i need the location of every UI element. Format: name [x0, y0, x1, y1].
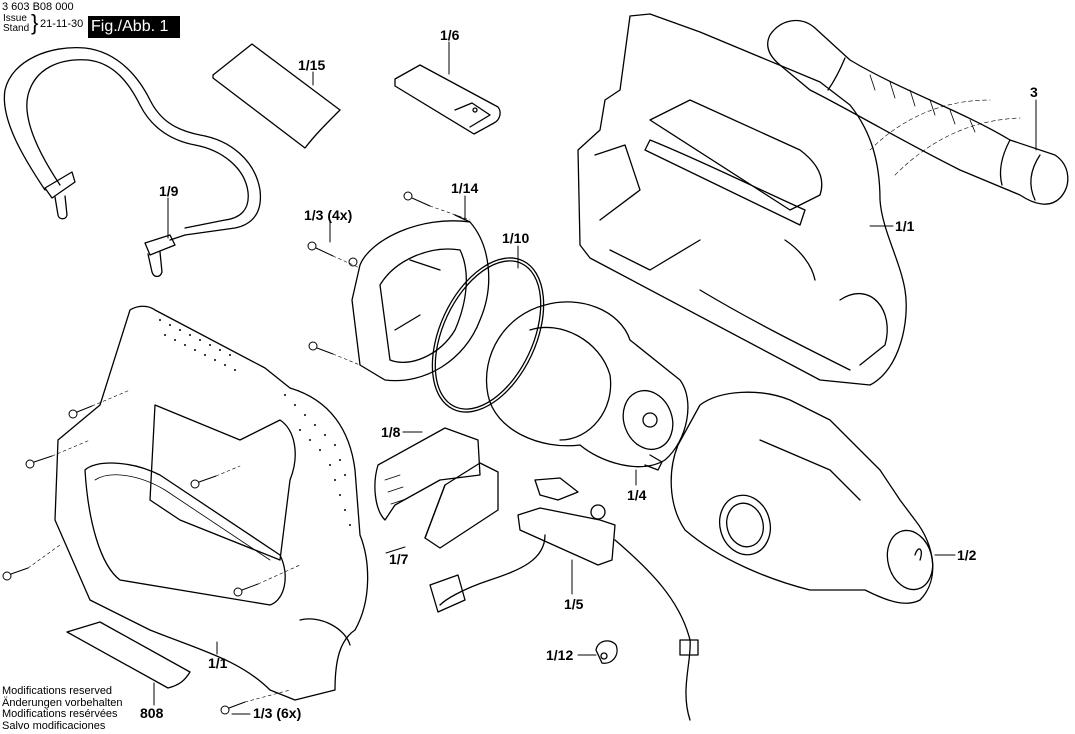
leader-lines: [153, 41, 1037, 715]
shoulder-strap[interactable]: [3, 46, 262, 278]
housing-half-right[interactable]: [577, 13, 907, 386]
slider-button[interactable]: [394, 64, 501, 135]
grommet[interactable]: [595, 640, 618, 664]
issue-label-en: Issue: [3, 13, 27, 24]
issue-label-de: Stand: [3, 23, 30, 34]
modifications-notice: Modifications reserved Änderungen vorbeh…: [2, 685, 123, 732]
label-1-2[interactable]: 1/2: [957, 547, 977, 563]
label-1-3-4x[interactable]: 1/3 (4x): [304, 207, 353, 223]
label-plate[interactable]: [212, 43, 341, 149]
label-1-6[interactable]: 1/6: [440, 27, 460, 43]
assembly-lines: [27, 205, 471, 703]
blower-housing[interactable]: [670, 391, 939, 604]
label-1-3-6x[interactable]: 1/3 (6x): [253, 705, 302, 721]
label-1-12[interactable]: 1/12: [546, 647, 574, 663]
housing-half-left[interactable]: [54, 305, 369, 701]
screw-icon: [68, 405, 93, 419]
screw-icon: [2, 567, 29, 581]
label-1-4[interactable]: 1/4: [627, 487, 647, 503]
notice-en: Modifications reserved: [2, 685, 113, 697]
issue-label: Issue Stand: [3, 14, 29, 34]
screw-icon: [308, 341, 334, 355]
screw-icon: [233, 583, 259, 597]
label-1-5[interactable]: 1/5: [564, 596, 584, 612]
fan-cover[interactable]: [351, 214, 490, 382]
motor-fan-unit[interactable]: [486, 301, 689, 471]
label-808[interactable]: 808: [140, 705, 164, 721]
switch-wiring[interactable]: [429, 477, 699, 721]
screw-icon: [220, 701, 246, 715]
o-ring[interactable]: [410, 240, 566, 429]
screw-icon: [403, 191, 431, 207]
screw-icon: [307, 241, 334, 257]
notice-fr: Modifications resérvées: [2, 708, 118, 720]
label-1-1-right[interactable]: 1/1: [895, 218, 915, 234]
brace-glyph: }: [31, 10, 39, 35]
notice-de: Änderungen vorbehalten: [2, 696, 123, 709]
filter-holder[interactable]: [374, 427, 481, 521]
label-1-14[interactable]: 1/14: [451, 180, 479, 196]
label-1-15[interactable]: 1/15: [298, 57, 326, 73]
screw-icon: [25, 455, 53, 469]
issue-date: 21-11-30: [40, 18, 84, 30]
label-3[interactable]: 3: [1030, 84, 1038, 100]
label-1-9[interactable]: 1/9: [159, 183, 179, 199]
label-1-7[interactable]: 1/7: [389, 551, 409, 567]
filter-pad[interactable]: [424, 462, 499, 549]
nameplate[interactable]: [66, 621, 191, 689]
label-1-8[interactable]: 1/8: [381, 424, 401, 440]
notice-es: Salvo modificaciones: [2, 719, 106, 732]
screws: [2, 191, 431, 715]
screw-icon: [190, 475, 217, 489]
label-1-1-left[interactable]: 1/1: [208, 655, 228, 671]
suction-hose[interactable]: [767, 19, 1069, 205]
screw-icon: [348, 257, 358, 267]
label-1-10[interactable]: 1/10: [502, 230, 530, 246]
figure-label: Fig./Abb. 1: [88, 16, 180, 38]
part-number: 3 603 B08 000: [2, 1, 74, 13]
